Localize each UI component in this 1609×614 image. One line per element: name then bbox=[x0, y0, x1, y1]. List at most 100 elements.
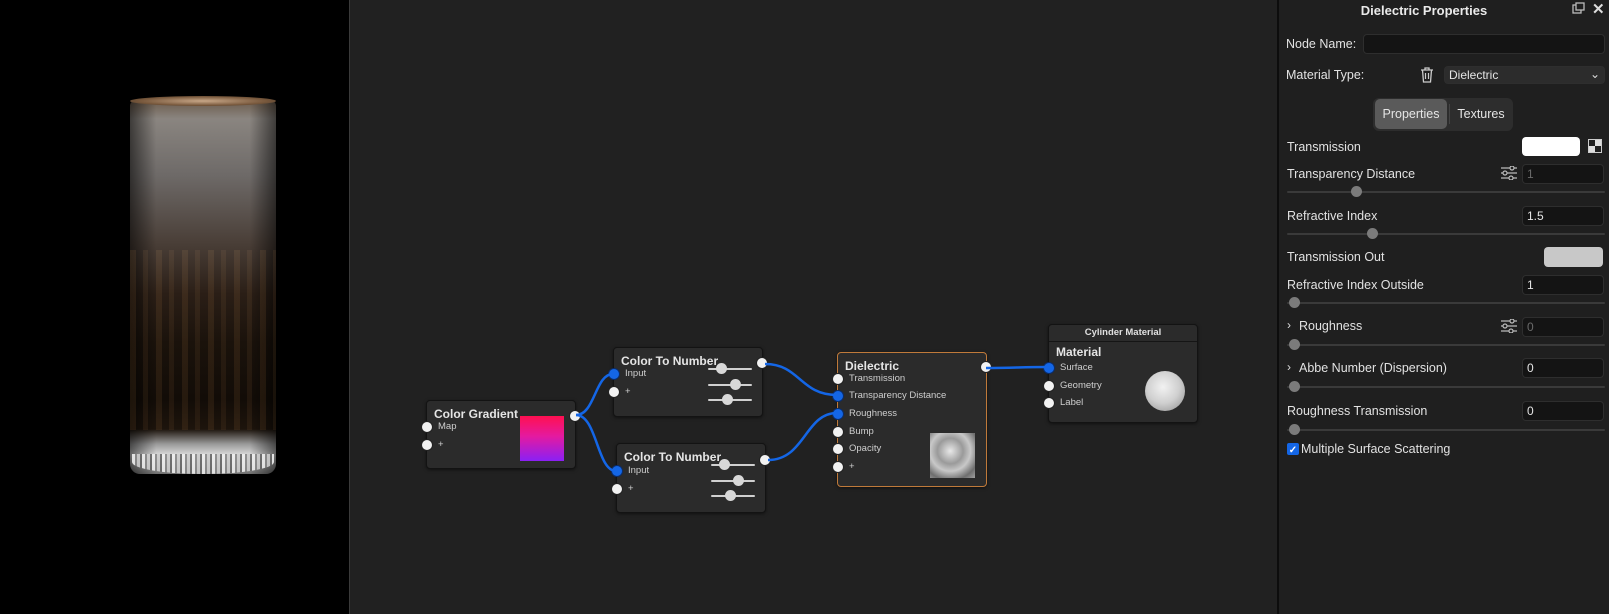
multiple-surface-scattering-checkbox[interactable]: ✓ bbox=[1287, 443, 1299, 456]
sliders-icon[interactable] bbox=[1501, 165, 1517, 181]
port-label: Input bbox=[628, 465, 650, 476]
material-preview-sphere bbox=[930, 433, 975, 478]
node-name-label: Node Name: bbox=[1286, 37, 1357, 51]
node-dielectric[interactable]: Dielectric Transmission Transparency Dis… bbox=[832, 352, 992, 487]
port-roughness[interactable] bbox=[832, 408, 844, 420]
node-canvas[interactable] bbox=[349, 0, 1278, 614]
checkerboard-icon[interactable] bbox=[1588, 139, 1602, 153]
port-bump[interactable] bbox=[832, 426, 844, 438]
port-transparency-distance[interactable] bbox=[832, 390, 844, 402]
port-add[interactable] bbox=[611, 483, 623, 495]
transparency-distance-slider[interactable] bbox=[1287, 191, 1605, 193]
prop-label-roughness[interactable]: Roughness bbox=[1299, 319, 1363, 333]
port-output[interactable] bbox=[569, 410, 581, 422]
transmission-color-swatch[interactable] bbox=[1522, 137, 1580, 156]
port-geometry[interactable] bbox=[1043, 380, 1055, 392]
port-label: + bbox=[438, 439, 444, 450]
refractive-index-outside-knob[interactable] bbox=[1289, 297, 1300, 308]
port-label: Roughness bbox=[849, 408, 898, 419]
port-label: Surface bbox=[1060, 362, 1093, 373]
abbe-number-slider[interactable] bbox=[1287, 386, 1605, 388]
port-label: Transmission bbox=[849, 373, 906, 384]
sliders-icon bbox=[708, 358, 754, 408]
trash-icon[interactable] bbox=[1419, 66, 1435, 83]
prop-label-refractive-index: Refractive Index bbox=[1287, 209, 1378, 223]
chevron-down-icon: ⌄ bbox=[1589, 67, 1600, 81]
refractive-index-knob[interactable] bbox=[1367, 228, 1378, 239]
transparency-distance-input[interactable]: 1 bbox=[1522, 164, 1604, 184]
chevron-right-icon[interactable]: › bbox=[1287, 318, 1291, 332]
panel-title: Dielectric Properties bbox=[1360, 3, 1488, 18]
roughness-input[interactable]: 0 bbox=[1522, 317, 1604, 337]
port-surface[interactable] bbox=[1043, 362, 1055, 374]
properties-panel: Dielectric Properties ✕ Node Name: Mater… bbox=[1277, 0, 1609, 614]
port-opacity[interactable] bbox=[832, 443, 844, 455]
multiple-surface-scattering-label[interactable]: Multiple Surface Scattering bbox=[1301, 442, 1451, 456]
prop-label-transmission-out: Transmission Out bbox=[1287, 250, 1385, 264]
roughness-transmission-slider[interactable] bbox=[1287, 429, 1605, 431]
roughness-transmission-knob[interactable] bbox=[1289, 424, 1300, 435]
roughness-transmission-input[interactable]: 0 bbox=[1522, 401, 1604, 421]
node-cylinder-material[interactable]: Cylinder Material Material Surface Geome… bbox=[1043, 324, 1198, 423]
sliders-icon bbox=[711, 454, 757, 504]
port-transmission[interactable] bbox=[832, 373, 844, 385]
prop-label-abbe-number[interactable]: Abbe Number (Dispersion) bbox=[1299, 361, 1447, 375]
refractive-index-outside-input[interactable]: 1 bbox=[1522, 275, 1604, 295]
port-output[interactable] bbox=[759, 454, 771, 466]
node-color-to-number-2[interactable]: Color To Number Input + bbox=[611, 443, 771, 513]
port-label: Opacity bbox=[849, 443, 882, 454]
port-add[interactable] bbox=[608, 386, 620, 398]
abbe-number-input[interactable]: 0 bbox=[1522, 358, 1604, 378]
port-label: Label bbox=[1060, 397, 1084, 408]
transmission-out-color-swatch[interactable] bbox=[1544, 247, 1603, 267]
abbe-number-knob[interactable] bbox=[1289, 381, 1300, 392]
sliders-icon[interactable] bbox=[1501, 318, 1517, 334]
cylinder-top bbox=[130, 96, 276, 106]
node-color-to-number-1[interactable]: Color To Number Input + bbox=[608, 347, 768, 417]
prop-label-roughness-transmission: Roughness Transmission bbox=[1287, 404, 1428, 418]
popout-icon[interactable] bbox=[1572, 2, 1585, 14]
prop-label-transmission: Transmission bbox=[1287, 140, 1361, 154]
tab-textures[interactable]: Textures bbox=[1457, 107, 1505, 121]
transparency-distance-knob[interactable] bbox=[1351, 186, 1362, 197]
port-map[interactable] bbox=[421, 421, 433, 433]
port-output[interactable] bbox=[756, 357, 768, 369]
refractive-index-input[interactable]: 1.5 bbox=[1522, 206, 1604, 226]
roughness-slider[interactable] bbox=[1287, 344, 1605, 346]
chevron-right-icon[interactable]: › bbox=[1287, 360, 1291, 374]
tab-bar: Properties Textures bbox=[1373, 98, 1513, 131]
port-output[interactable] bbox=[980, 361, 992, 373]
port-add[interactable] bbox=[832, 461, 844, 473]
refractive-index-outside-slider[interactable] bbox=[1287, 302, 1605, 304]
node-title: Color To Number bbox=[624, 450, 722, 464]
port-label: + bbox=[628, 483, 634, 494]
tab-properties[interactable]: Properties bbox=[1375, 99, 1447, 129]
node-header: Cylinder Material bbox=[1049, 325, 1197, 342]
port-label: + bbox=[849, 461, 855, 472]
cylinder-streaks bbox=[130, 250, 276, 430]
tab-divider bbox=[1449, 104, 1450, 124]
port-input[interactable] bbox=[611, 465, 623, 477]
rendered-cylinder bbox=[130, 100, 276, 474]
material-type-value: Dielectric bbox=[1449, 68, 1499, 82]
material-type-label: Material Type: bbox=[1286, 68, 1365, 82]
render-viewport[interactable] bbox=[0, 0, 348, 614]
node-title: Color To Number bbox=[621, 354, 719, 368]
port-label: Map bbox=[438, 421, 457, 432]
roughness-knob[interactable] bbox=[1289, 339, 1300, 350]
node-title: Material bbox=[1056, 345, 1102, 359]
prop-label-transparency-distance: Transparency Distance bbox=[1287, 167, 1416, 181]
port-label-port[interactable] bbox=[1043, 397, 1055, 409]
checkmark-icon: ✓ bbox=[1288, 445, 1298, 456]
close-icon[interactable]: ✕ bbox=[1592, 1, 1605, 18]
material-preview-sphere bbox=[1145, 371, 1185, 411]
refractive-index-slider[interactable] bbox=[1287, 233, 1605, 235]
prop-label-refractive-index-outside: Refractive Index Outside bbox=[1287, 278, 1424, 292]
port-label: Bump bbox=[849, 426, 874, 437]
node-name-input[interactable] bbox=[1363, 34, 1605, 54]
port-add[interactable] bbox=[421, 439, 433, 451]
node-color-gradient[interactable]: Color Gradient Map + bbox=[421, 400, 581, 469]
port-label: Input bbox=[625, 368, 647, 379]
port-input[interactable] bbox=[608, 368, 620, 380]
material-type-select[interactable]: Dielectric ⌄ bbox=[1444, 66, 1605, 84]
